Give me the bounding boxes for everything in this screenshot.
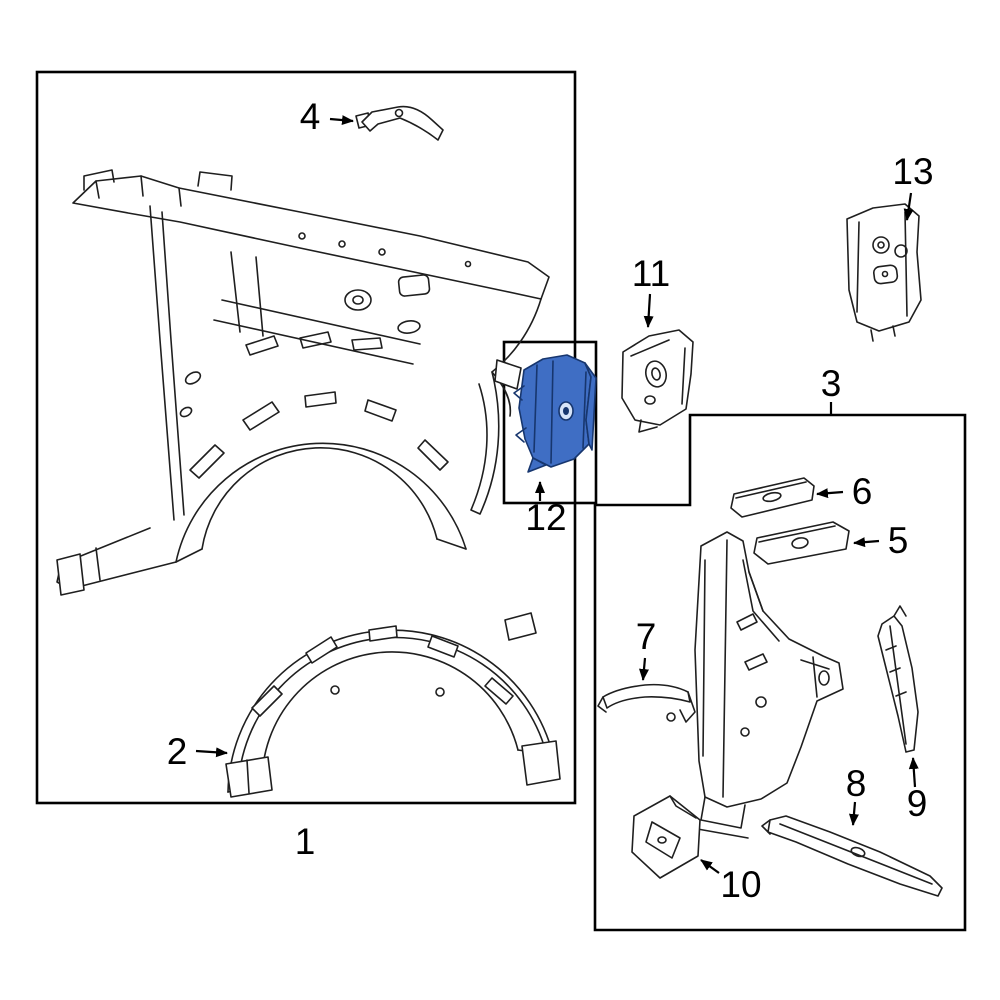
callout-label-4: 4 [300, 96, 321, 137]
callout-label-12: 12 [525, 497, 566, 538]
part-10-plate-drawing [631, 795, 701, 879]
callout-7-arrow [639, 657, 649, 681]
part-13-reinforcement-drawing [846, 203, 922, 342]
callout-labels: 1 2 3 4 5 6 7 8 9 10 11 12 13 [167, 96, 934, 905]
part-7-support-drawing [597, 683, 696, 723]
part-1-quarter-panel-drawing [56, 169, 550, 596]
callout-label-1: 1 [295, 821, 316, 862]
callout-11-arrow [643, 293, 654, 328]
part-5-bar-drawing [753, 521, 850, 565]
part-12-tab [527, 457, 547, 473]
callout-label-2: 2 [167, 731, 188, 772]
callout-6-arrow [816, 488, 844, 499]
callout-label-3: 3 [821, 363, 842, 404]
part-12-flange [584, 362, 597, 451]
callout-13-arrow [903, 192, 914, 221]
part-2-wheelhouse-drawing [225, 612, 561, 798]
callout-5-arrow [853, 537, 880, 548]
callout-10-arrow [700, 859, 720, 874]
callout-label-10: 10 [720, 864, 761, 905]
callout-label-11: 11 [632, 253, 670, 294]
part-4-bracket-drawing [355, 105, 444, 141]
callout-label-5: 5 [888, 520, 909, 561]
part-9-brace-drawing [877, 605, 919, 753]
callout-label-13: 13 [892, 151, 933, 192]
callout-arrows [195, 115, 919, 874]
part-3-quarter-inner-drawing [691, 531, 844, 839]
callout-label-7: 7 [636, 616, 657, 657]
part-6-bar-drawing [730, 477, 815, 518]
callout-label-6: 6 [852, 471, 873, 512]
callout-8-arrow [848, 801, 859, 826]
callout-label-9: 9 [907, 783, 928, 824]
callout-9-arrow [908, 757, 919, 788]
group-box-12 [502, 340, 598, 505]
part-11-bracket-drawing [621, 329, 694, 433]
group-box-3 [593, 413, 967, 932]
part-8-sill-drawing [761, 815, 943, 897]
part-12-highlighted-drawing [513, 354, 597, 473]
callout-label-8: 8 [846, 763, 867, 804]
callout-2-arrow [195, 747, 228, 758]
part-12-body [518, 354, 592, 468]
callout-4-arrow [329, 115, 354, 126]
